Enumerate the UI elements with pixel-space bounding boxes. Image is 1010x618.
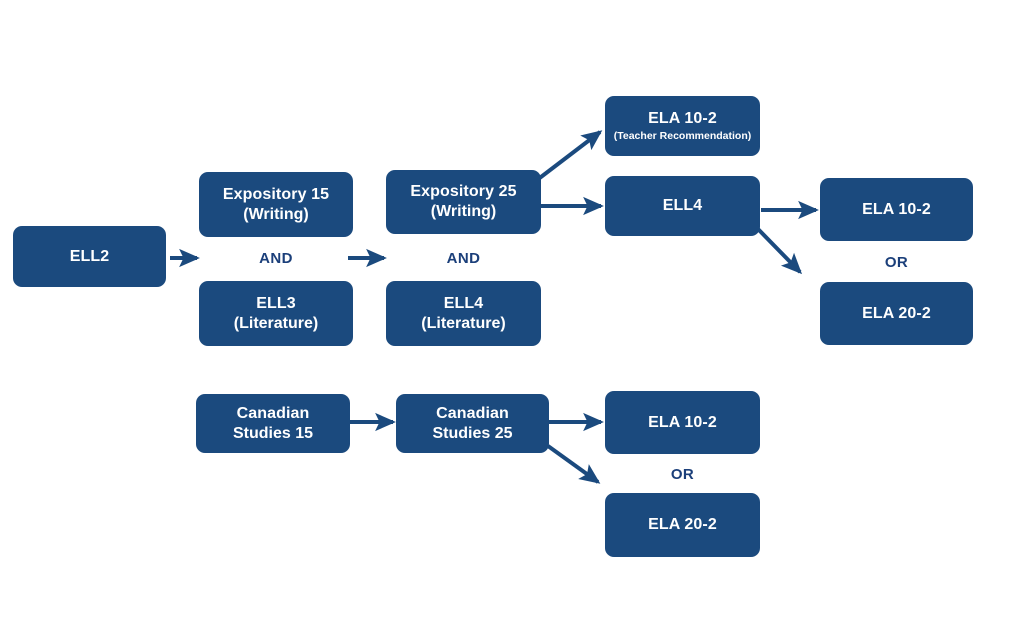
node-ela-20-2-bottom-title: ELA 20-2: [648, 516, 717, 533]
node-ela-20-2-bottom[interactable]: ELA 20-2: [605, 493, 760, 557]
node-expository-15[interactable]: Expository 15 (Writing): [199, 172, 353, 237]
edge-ell4-to-ela202: [755, 226, 803, 275]
node-ela-20-2-right[interactable]: ELA 20-2: [820, 282, 973, 345]
node-ell4[interactable]: ELL4: [605, 176, 760, 236]
node-ell3[interactable]: ELL3 (Literature): [199, 281, 353, 346]
node-ell3-title: ELL3: [256, 294, 296, 312]
connector-label-and-2: AND: [446, 250, 481, 267]
node-ell2[interactable]: ELL2: [13, 226, 166, 287]
connector-label-and-1: AND: [259, 250, 293, 267]
node-expository-15-subtitle: (Writing): [243, 205, 309, 223]
node-canadian-studies-25[interactable]: Canadian Studies 25: [396, 394, 549, 453]
node-canadian-studies-15[interactable]: Canadian Studies 15: [196, 394, 350, 453]
node-ela-10-2-bottom-title: ELA 10-2: [648, 413, 717, 431]
node-expository-25-title: Expository 25: [410, 183, 517, 200]
connector-label-or-bottom: OR: [670, 466, 695, 483]
edge-expository25-to-ela102-teacher: [535, 130, 603, 182]
node-expository-25[interactable]: Expository 25 (Writing): [386, 170, 541, 234]
connector-label-or-right: OR: [884, 254, 909, 271]
node-ela-10-2-right-title: ELA 10-2: [862, 200, 931, 218]
node-canadian-studies-25-subtitle: Studies 25: [432, 424, 513, 442]
node-expository-25-subtitle: (Writing): [430, 203, 497, 220]
node-canadian-studies-15-subtitle: Studies 15: [232, 424, 314, 442]
node-ela-10-2-right[interactable]: ELA 10-2: [820, 178, 973, 241]
node-ell4-literature[interactable]: ELL4 (Literature): [386, 281, 541, 346]
node-ela-10-2-teacher-title: ELA 10-2: [648, 110, 717, 127]
node-ell4-title: ELL4: [662, 197, 703, 214]
node-ell3-subtitle: (Literature): [233, 314, 319, 332]
node-ela-20-2-right-title: ELA 20-2: [862, 304, 931, 322]
node-ell2-title: ELL2: [69, 247, 110, 265]
node-ela-10-2-teacher-subtitle: (Teacher Recommendation): [613, 130, 752, 142]
node-canadian-studies-15-title: Canadian: [236, 404, 310, 422]
node-ell4-literature-title: ELL4: [443, 294, 484, 312]
node-ela-10-2-bottom[interactable]: ELA 10-2: [605, 391, 760, 454]
node-canadian-studies-25-title: Canadian: [436, 404, 509, 422]
node-ela-10-2-teacher-recommendation[interactable]: ELA 10-2 (Teacher Recommendation): [605, 96, 760, 156]
edge-canadian25-to-ela202-bottom: [546, 444, 601, 484]
node-ell4-literature-subtitle: (Literature): [421, 314, 506, 332]
node-expository-15-title: Expository 15: [222, 185, 330, 203]
